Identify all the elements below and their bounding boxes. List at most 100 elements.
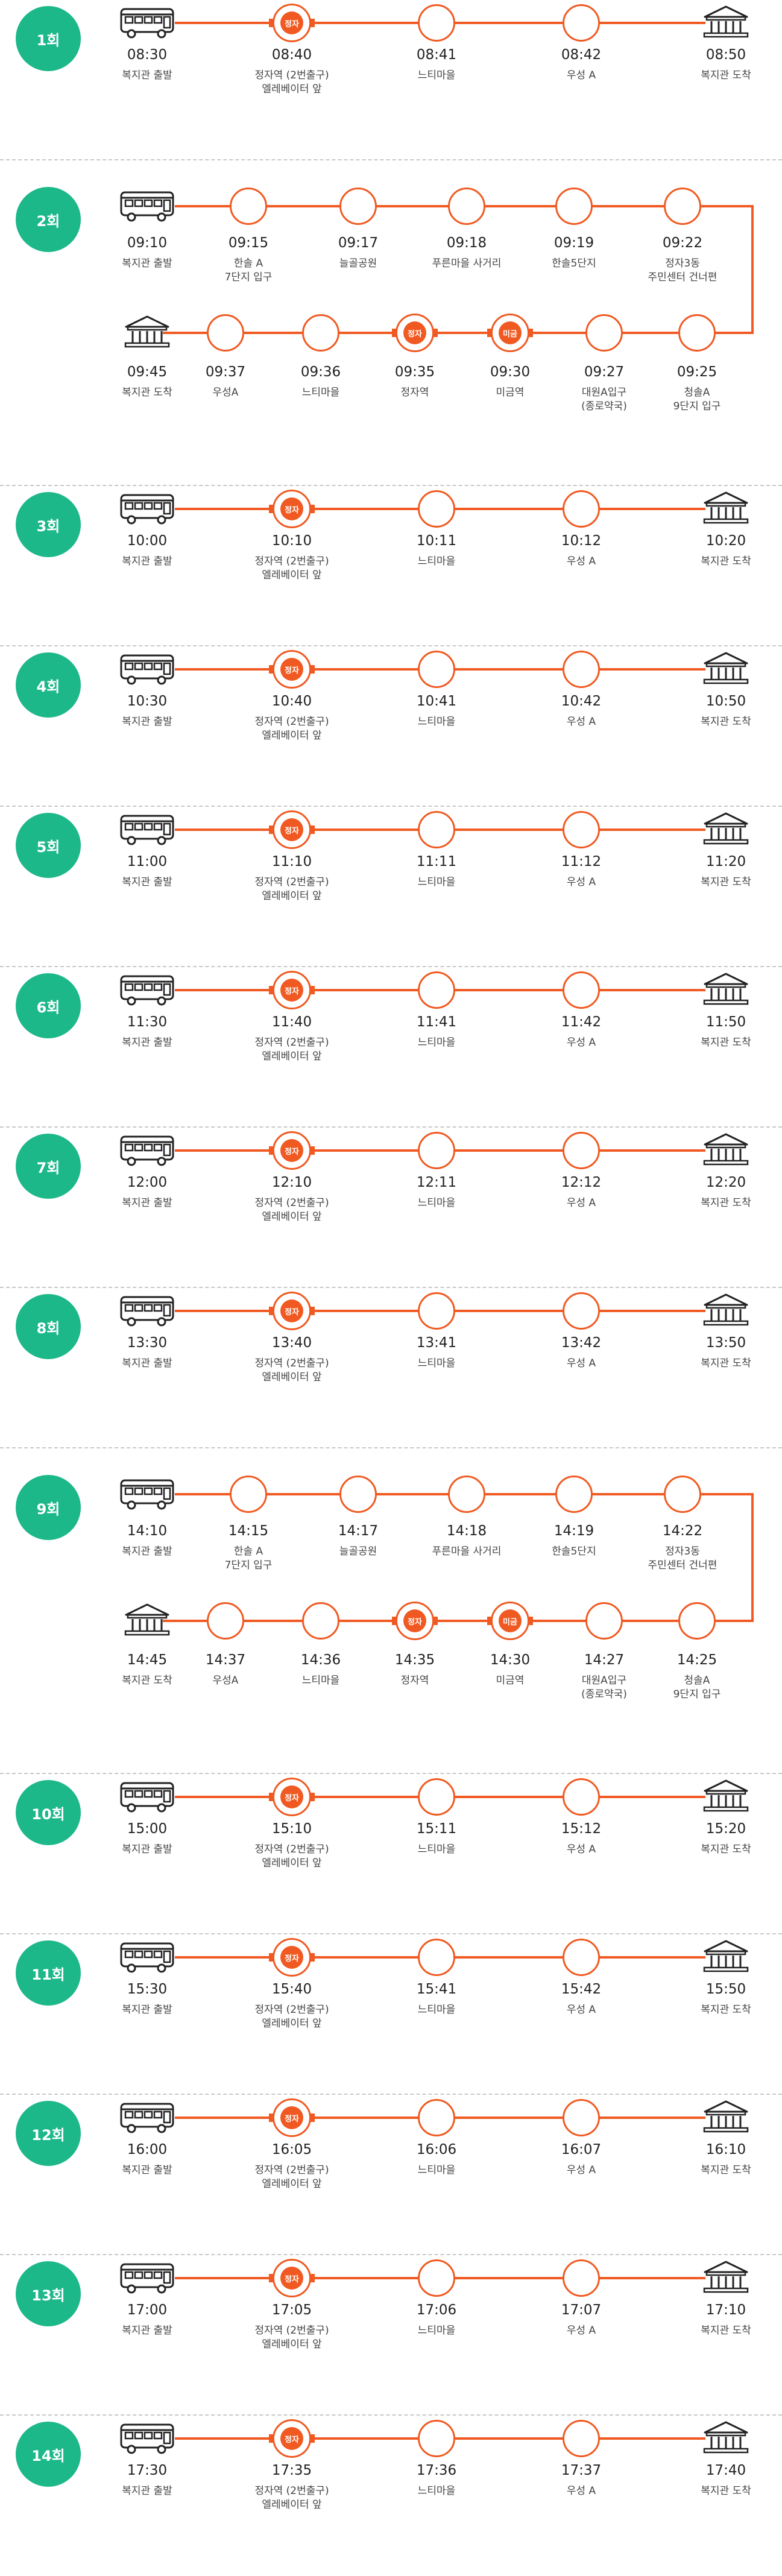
transfer-stop-marker: 정자: [392, 1602, 438, 1640]
marker-ring: 미금: [491, 314, 529, 352]
stop-time: 08:30: [127, 47, 168, 63]
stop-name: 정자역 (2번출구)엘레베이터 앞: [254, 2164, 329, 2190]
stop-time: 12:10: [271, 1175, 312, 1190]
stop-time: 17:40: [705, 2463, 746, 2478]
stop-name: 복지관 출발: [122, 555, 172, 567]
section-divider: [0, 2254, 782, 2255]
transfer-stop-marker: 정자: [269, 1778, 315, 1816]
stop-time: 14:45: [127, 1652, 168, 1668]
stop-time: 15:11: [416, 1821, 457, 1837]
trip-number-badge: 11회: [16, 1940, 81, 2006]
stop-name: 미금역: [496, 1675, 525, 1687]
marker-label: 정자: [403, 321, 426, 344]
section-divider: [0, 1933, 782, 1934]
stop-time: 09:18: [446, 235, 487, 251]
transfer-stop-marker: 정자: [269, 1292, 315, 1330]
marker-label: 정자: [280, 2106, 303, 2129]
stop-name: 정자역: [400, 387, 429, 399]
stop-name: 복지관 출발: [122, 1545, 172, 1558]
stop-name: 한솔5단지: [552, 257, 596, 270]
stop-name: 정자역: [400, 1675, 429, 1687]
bus-icon: [120, 2103, 174, 2133]
stop-name: 복지관 출발: [122, 2004, 172, 2016]
bus-icon: [120, 1135, 174, 1166]
stop-time: 14:17: [338, 1523, 379, 1539]
section-divider: [0, 2094, 782, 2095]
transfer-stop-marker: 미금: [487, 314, 533, 352]
stop-time: 09:30: [490, 364, 531, 380]
marker-ring: 정자: [396, 314, 434, 352]
stop-circle: [563, 2420, 600, 2457]
stop-time: 11:42: [561, 1014, 602, 1030]
trip-number-badge: 14회: [16, 2422, 81, 2487]
stop-name: 복지관 출발: [122, 2485, 172, 2497]
stop-circle: [418, 651, 455, 688]
stop-time: 13:30: [127, 1335, 168, 1351]
stop-name: 복지관 도착: [701, 2004, 751, 2016]
stop-circle: [418, 2420, 455, 2457]
stop-name: 복지관 도착: [701, 876, 751, 888]
stop-time: 08:41: [416, 47, 457, 63]
marker-label: 정자: [280, 1139, 303, 1162]
marker-ring: 정자: [273, 490, 311, 528]
stop-name: 느티마을: [417, 876, 456, 888]
transfer-stop-marker: 정자: [269, 810, 315, 849]
marker-ring: 정자: [396, 1602, 434, 1640]
bus-icon: [120, 1782, 174, 1813]
stop-time: 17:35: [271, 2463, 312, 2478]
stop-time: 17:37: [561, 2463, 602, 2478]
section-divider: [0, 1773, 782, 1774]
stop-circle: [563, 971, 600, 1009]
stop-circle: [418, 1132, 455, 1169]
stop-time: 09:17: [338, 235, 379, 251]
stop-name: 우성 A: [566, 69, 596, 81]
stop-name: 우성 A: [566, 2164, 596, 2176]
stop-time: 17:30: [127, 2463, 168, 2478]
stop-name: 복지관 출발: [122, 1197, 172, 1209]
stop-name: 느티마을: [417, 1843, 456, 1855]
transfer-stop-marker: 정자: [269, 971, 315, 1009]
stop-name: 복지관 도착: [701, 2485, 751, 2497]
stop-time: 10:20: [705, 533, 746, 549]
building-icon: [703, 1293, 749, 1326]
trip-number-badge: 4회: [16, 652, 81, 718]
stop-time: 15:20: [705, 1821, 746, 1837]
stop-time: 16:00: [127, 2142, 168, 2158]
trip-number-badge: 3회: [16, 492, 81, 557]
stop-name: 우성 A: [566, 1843, 596, 1855]
building-icon: [703, 491, 749, 524]
trip-number-badge: 12회: [16, 2101, 81, 2166]
marker-label: 미금: [499, 321, 522, 344]
stop-name: 우성 A: [566, 2485, 596, 2497]
stop-time: 08:50: [705, 47, 746, 63]
stop-time: 09:37: [205, 364, 246, 380]
stop-name: 대원A입구(종로약국): [581, 387, 627, 412]
building-icon: [703, 1133, 749, 1166]
marker-label: 정자: [403, 1609, 426, 1632]
marker-label: 정자: [280, 1785, 303, 1808]
stop-name: 느티마을: [417, 2485, 456, 2497]
building-icon: [703, 973, 749, 1005]
stop-time: 17:36: [416, 2463, 457, 2478]
route-line: [163, 1620, 754, 1622]
stop-time: 15:42: [561, 1981, 602, 1997]
transfer-stop-marker: 정자: [269, 2259, 315, 2297]
transfer-stop-marker: 정자: [269, 1938, 315, 1977]
stop-time: 08:40: [271, 47, 312, 63]
stop-name: 복지관 출발: [122, 1037, 172, 1049]
stop-circle: [448, 188, 485, 225]
transfer-stop-marker: 정자: [269, 4, 315, 42]
stop-name: 복지관 출발: [122, 257, 172, 270]
stop-time: 11:41: [416, 1014, 457, 1030]
stop-time: 14:36: [300, 1652, 341, 1668]
stop-circle: [418, 971, 455, 1009]
stop-name: 복지관 출발: [122, 716, 172, 728]
building-icon: [703, 2421, 749, 2454]
stop-time: 13:40: [271, 1335, 312, 1351]
section-divider: [0, 966, 782, 967]
stop-name: 복지관 도착: [701, 2325, 751, 2337]
stop-circle: [678, 314, 716, 352]
